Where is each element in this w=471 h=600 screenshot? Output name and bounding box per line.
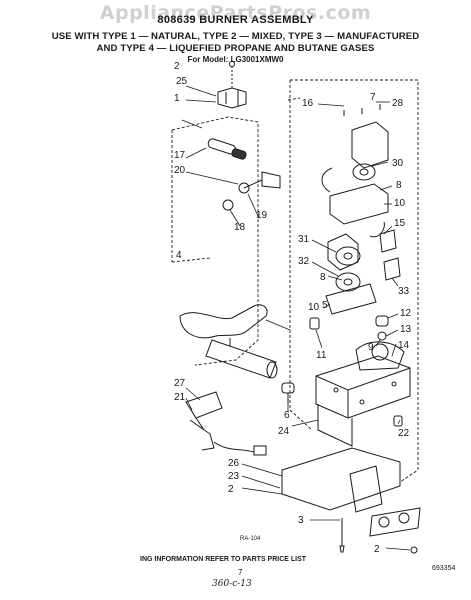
callout-8-lower: 8 [320, 272, 326, 283]
burner-bracket [217, 61, 247, 109]
callout-31: 31 [298, 234, 310, 245]
callout-17: 17 [174, 150, 186, 161]
callout-30: 30 [392, 158, 404, 169]
callout-23: 23 [228, 471, 240, 482]
callout-2-base: 2 [228, 484, 234, 495]
diagram-title: 808639 BURNER ASSEMBLY [157, 14, 314, 26]
burner-base [281, 447, 421, 554]
callout-2-screw: 2 [374, 544, 380, 555]
solenoid-coils [321, 121, 401, 315]
burner-tube [179, 304, 278, 379]
leader-lines [181, 85, 411, 551]
watermark-text: AppliancePartsPros.com [99, 2, 372, 24]
callout-12: 12 [400, 308, 412, 319]
document-number: 693354 [432, 565, 456, 572]
subtitle-line-2: AND TYPE 4 — LIQUEFIED PROPANE AND BUTAN… [96, 43, 375, 54]
callout-24: 24 [278, 426, 290, 437]
callout-8: 8 [396, 180, 402, 191]
handwritten-note: 360-c-13 [212, 579, 252, 589]
subtitle-line-1: USE WITH TYPE 1 — NATURAL, TYPE 2 — MIXE… [51, 31, 420, 42]
callout-4: 4 [176, 250, 182, 261]
small-fittings [309, 104, 403, 427]
callout-22: 22 [398, 428, 410, 439]
page-number: 7 [238, 568, 243, 577]
callout-9: 9 [368, 342, 374, 353]
callout-15: 15 [394, 218, 406, 229]
callout-3: 3 [298, 515, 304, 526]
callout-10-lower: 10 [308, 302, 320, 313]
callout-16: 16 [302, 98, 314, 109]
callout-32: 32 [298, 256, 310, 267]
callout-26: 26 [228, 458, 240, 469]
callout-5: 5 [322, 300, 328, 311]
callout-2: 2 [174, 61, 180, 72]
sensor-bracket [185, 391, 267, 456]
callout-14: 14 [398, 340, 410, 351]
callout-7: 7 [370, 92, 376, 103]
callout-labels: 2 25 1 17 20 19 18 4 27 21 6 26 23 2 3 2… [174, 61, 412, 555]
footer-note: ING INFORMATION REFER TO PARTS PRICE LIS… [140, 556, 307, 563]
callout-10: 10 [394, 198, 406, 209]
callout-1: 1 [174, 93, 180, 104]
orifice-parts [207, 138, 281, 211]
callout-18: 18 [234, 222, 246, 233]
callout-33: 33 [398, 286, 410, 297]
callout-20: 20 [174, 165, 186, 176]
callout-19: 19 [256, 210, 268, 221]
callout-25: 25 [176, 76, 188, 87]
model-line: For Model: LG3001XMW0 [187, 55, 284, 64]
gas-valve [315, 341, 411, 447]
callout-6: 6 [284, 410, 290, 421]
igniter [281, 382, 295, 404]
assembly-outline [171, 79, 419, 483]
diagram-code: RA-104 [240, 536, 261, 542]
callout-11: 11 [316, 350, 327, 361]
callout-21: 21 [174, 392, 186, 403]
callout-13: 13 [400, 324, 412, 335]
callout-28: 28 [392, 98, 404, 109]
callout-27: 27 [174, 378, 186, 389]
